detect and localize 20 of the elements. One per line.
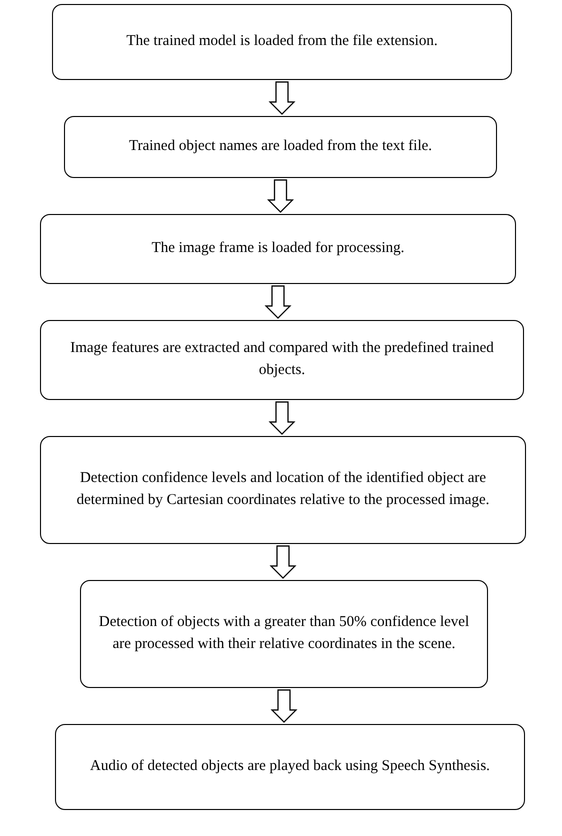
process-box	[80, 580, 488, 688]
step-text: Detection of objects with a greater than 50% confidence level are processed with their relative coordinates in the scene.	[98, 613, 470, 654]
step-text: Image features are extracted and compared with the predefined trained objects.	[69, 339, 495, 380]
hollow-arrow	[270, 689, 298, 723]
process-box	[40, 214, 516, 284]
hollow-arrow	[268, 401, 296, 435]
step-text: The trained model is loaded from the file extension.	[126, 32, 438, 52]
process-box	[40, 436, 526, 544]
step-text: Detection confidence levels and location of the identified object are determined by Cartesian coordinates relative to the processed image.	[76, 469, 490, 510]
step-text: Audio of detected objects are played back using Speech Synthesis.	[90, 757, 490, 776]
hollow-arrow	[264, 285, 292, 319]
step-text: The image frame is loaded for processing.	[152, 239, 404, 258]
process-box	[55, 724, 525, 810]
hollow-arrow	[267, 179, 294, 213]
process-box	[64, 116, 497, 178]
process-box	[40, 320, 524, 400]
step-text: Trained object names are loaded from the text file.	[128, 137, 432, 156]
process-box	[52, 4, 512, 80]
hollow-arrow	[270, 545, 296, 579]
hollow-arrow	[268, 81, 296, 115]
